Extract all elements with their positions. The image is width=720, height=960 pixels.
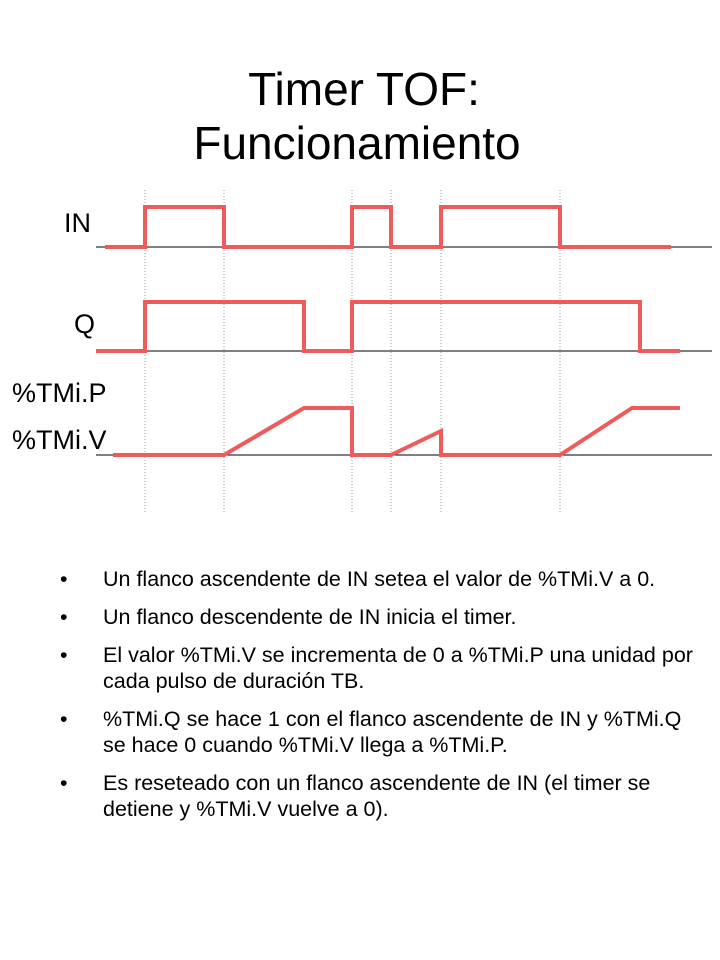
slide-title: Timer TOF: Funcionamiento [0,62,720,170]
bullet-item: • Un flanco descendente de IN inicia el … [60,604,700,630]
bullet-symbol: • [60,605,68,629]
bullet-text: %TMi.Q se hace 1 con el flanco ascendent… [103,707,682,757]
signal-label-in: IN [64,208,91,238]
bullet-list: • Un flanco ascendente de IN setea el va… [60,566,700,834]
bullet-text: Es reseteado con un flanco ascendente de… [103,771,651,821]
title-line-1: Timer TOF: [248,63,480,115]
q-trace [96,300,680,353]
bullet-symbol: • [60,567,68,591]
in-trace [105,205,671,249]
bullet-text: Un flanco descendente de IN inicia el ti… [103,605,517,629]
tmi-v-trace [113,406,680,457]
bullet-item: • %TMi.Q se hace 1 con el flanco ascende… [60,706,700,758]
bullet-symbol: • [60,707,68,731]
signal-label-q: Q [74,309,95,339]
bullet-symbol: • [60,643,68,667]
bullet-text: Un flanco ascendente de IN setea el valo… [103,567,656,591]
signal-label-tmi-v: %TMi.V [12,425,107,455]
bullet-item: • El valor %TMi.V se incrementa de 0 a %… [60,642,700,694]
bullet-item: • Un flanco ascendente de IN setea el va… [60,566,700,592]
bullet-text: El valor %TMi.V se incrementa de 0 a %TM… [103,643,693,693]
timing-diagram: IN Q %TMi.P %TMi.V [12,190,712,512]
signal-label-tmi-p: %TMi.P [12,378,107,408]
bullet-item: • Es reseteado con un flanco ascendente … [60,770,700,822]
title-line-2: Funcionamiento [193,117,521,169]
bullet-symbol: • [60,771,68,795]
